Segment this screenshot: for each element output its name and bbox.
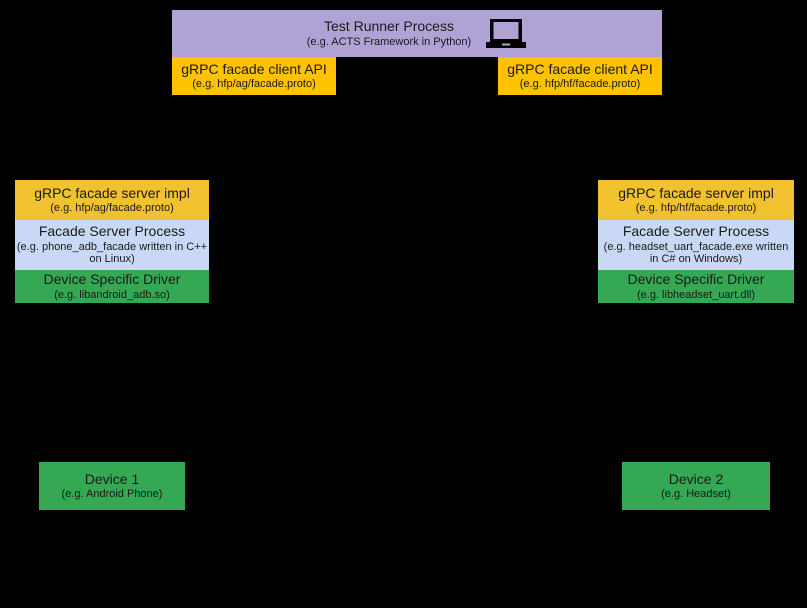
client-api-left-subtitle: (e.g. hfp/ag/facade.proto) [192, 78, 316, 91]
test-runner-process-panel: Test Runner Process (e.g. ACTS Framework… [172, 10, 662, 57]
test-runner-title: Test Runner Process [324, 18, 454, 34]
test-runner-subtitle: (e.g. ACTS Framework in Python) [306, 35, 472, 48]
grpc-facade-server-impl-left: gRPC facade server impl (e.g. hfp/ag/fac… [15, 180, 209, 220]
test-runner-text: Test Runner Process (e.g. ACTS Framework… [306, 18, 472, 48]
client-api-right-subtitle: (e.g. hfp/hf/facade.proto) [519, 78, 641, 91]
driver-right-subtitle: (e.g. libheadset_uart.dll) [636, 288, 755, 301]
server-process-right-title: Facade Server Process [622, 223, 770, 240]
grpc-facade-client-api-left: gRPC facade client API (e.g. hfp/ag/faca… [172, 57, 336, 95]
facade-server-stack-left: gRPC facade server impl (e.g. hfp/ag/fac… [15, 180, 209, 303]
laptop-icon [485, 17, 527, 51]
device-1-subtitle: (e.g. Android Phone) [61, 488, 163, 501]
server-impl-left-title: gRPC facade server impl [34, 184, 190, 201]
grpc-facade-server-impl-right: gRPC facade server impl (e.g. hfp/hf/fac… [598, 180, 794, 220]
device-specific-driver-left: Device Specific Driver (e.g. libandroid_… [15, 270, 209, 303]
device-2-subtitle: (e.g. Headset) [661, 488, 731, 501]
device-2-box: Device 2 (e.g. Headset) [622, 462, 770, 510]
server-impl-right-subtitle: (e.g. hfp/hf/facade.proto) [635, 202, 757, 215]
server-impl-left-subtitle: (e.g. hfp/ag/facade.proto) [50, 202, 174, 215]
facade-server-stack-right: gRPC facade server impl (e.g. hfp/hf/fac… [598, 180, 794, 303]
server-process-left-title: Facade Server Process [38, 223, 186, 240]
grpc-facade-client-api-right: gRPC facade client API (e.g. hfp/hf/faca… [498, 57, 662, 95]
device-2-title: Device 2 [668, 470, 724, 487]
server-process-right-subtitle: (e.g. headset_uart_facade.exe written in… [603, 241, 789, 266]
facade-server-process-right: Facade Server Process (e.g. headset_uart… [598, 220, 794, 270]
server-process-left-subtitle: (e.g. phone_adb_facade written in C++ on… [16, 241, 208, 266]
device-1-title: Device 1 [84, 470, 140, 487]
driver-left-subtitle: (e.g. libandroid_adb.so) [54, 288, 170, 301]
device-specific-driver-right: Device Specific Driver (e.g. libheadset_… [598, 270, 794, 303]
facade-server-process-left: Facade Server Process (e.g. phone_adb_fa… [15, 220, 209, 270]
server-impl-right-title: gRPC facade server impl [618, 184, 774, 201]
device-1-box: Device 1 (e.g. Android Phone) [39, 462, 185, 510]
driver-right-title: Device Specific Driver [627, 271, 765, 287]
driver-left-title: Device Specific Driver [43, 271, 181, 287]
client-api-left-title: gRPC facade client API [181, 60, 327, 77]
client-api-right-title: gRPC facade client API [507, 60, 653, 77]
